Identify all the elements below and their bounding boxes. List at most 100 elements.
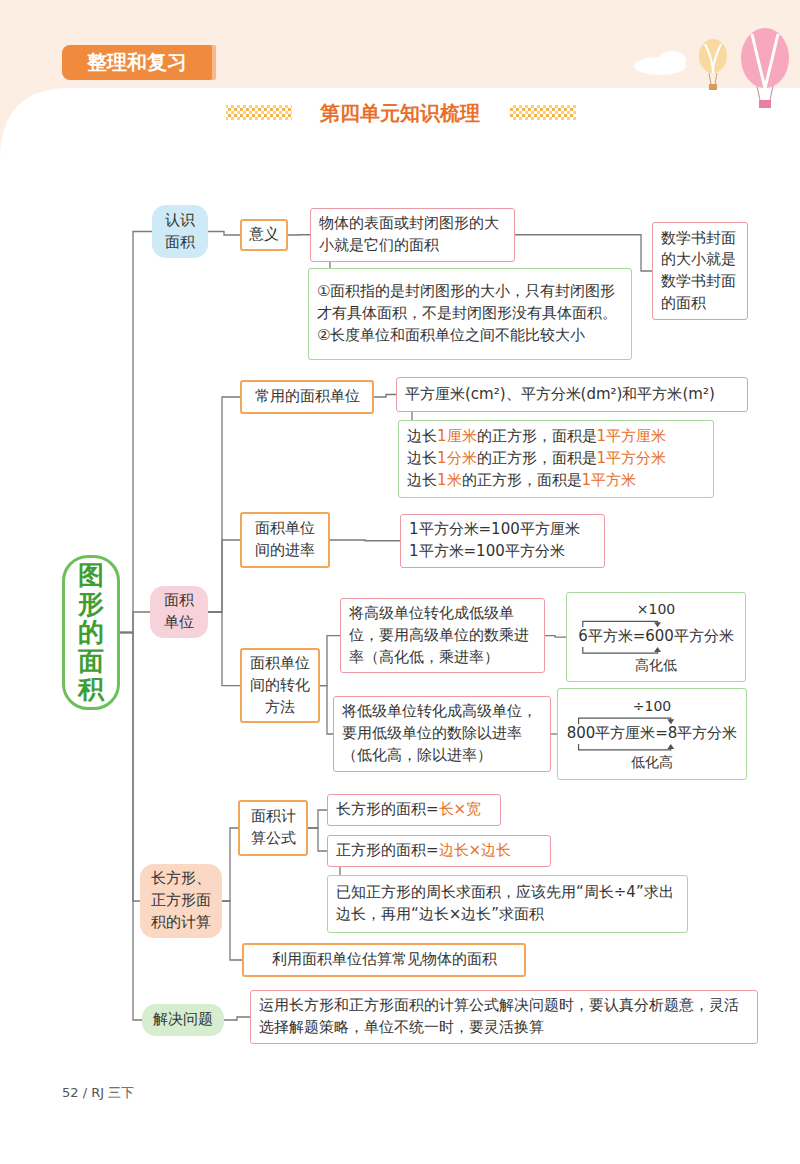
- node-text: 运用长方形和正方形面积的计算公式解决问题时，要认真分析题意，灵活选择解题策略，单…: [259, 995, 749, 1039]
- cloud-part: [658, 51, 686, 69]
- node-text: ①面积指的是封闭图形的大小，只有封闭图形才有具体面积，不是封闭图形没有具体面积。: [317, 281, 623, 325]
- small-balloon: [699, 39, 727, 90]
- formula-box: 长方形的面积=长×宽: [327, 794, 501, 826]
- node-text: 长方形、正方形面积的计算: [148, 868, 214, 933]
- text-run: 1平方分米: [597, 449, 667, 467]
- bracket-arrowhead: [654, 647, 661, 652]
- topic-box: 认识面积: [152, 205, 208, 258]
- title-ornament: [510, 105, 576, 120]
- content-box: 将低级单位转化成高级单位，要用低级单位的数除以进率（低化高，除以进率）: [333, 696, 551, 772]
- node-text: 常用的面积单位: [255, 386, 360, 408]
- tree-connector: [411, 412, 412, 420]
- text-run: 的正方形，面积是: [477, 427, 597, 445]
- node-text: 边长1分米的正方形，面积是1平方分米: [407, 448, 705, 470]
- tree-connector: [120, 612, 150, 633]
- text-run: 的正方形，面积是: [477, 449, 597, 467]
- balloon-rope: [709, 73, 711, 84]
- node-text: 将低级单位转化成高级单位，要用低级单位的数除以进率（低化高，除以进率）: [342, 701, 542, 766]
- example-box: 数学书封面的大小就是数学书封面的面积: [652, 222, 748, 320]
- content-box: 1平方分米=100平方厘米1平方米=100平方分米: [400, 514, 605, 568]
- topic-box: 长方形、正方形面积的计算: [140, 864, 222, 938]
- subtopic-box: 面积单位间的转化方法: [240, 648, 320, 723]
- text-run: 边长×边长: [439, 841, 512, 859]
- bracket-arrowhead: [667, 743, 674, 748]
- node-text: 6平方米=600平方分米: [578, 626, 734, 648]
- bracket-arrowhead: [654, 622, 661, 627]
- balloon-stripe: [752, 34, 778, 88]
- node-text: 认识面积: [160, 210, 200, 254]
- formula-box: 正方形的面积=边长×边长: [327, 835, 551, 867]
- balloon-rope: [715, 73, 717, 84]
- bracket-line: [582, 647, 657, 653]
- topic-box: 面积单位: [150, 586, 208, 638]
- tree-connector: [339, 867, 340, 875]
- node-text: 长方形的面积=长×宽: [336, 799, 492, 821]
- tree-connector: [320, 636, 340, 686]
- bracket-line: [582, 621, 657, 627]
- text-run: 的正方形，面积是: [462, 471, 582, 489]
- tree-connector: [515, 235, 652, 271]
- diagram-title: 第四单元知识梳理: [0, 100, 800, 127]
- page-footer: 52 / RJ 三下: [62, 1084, 134, 1102]
- node-text: 高化低: [635, 655, 677, 675]
- node-text: 已知正方形的周长求面积，应该先用“周长÷4”求出边长，再用“边长×边长”求面积: [336, 882, 679, 926]
- tree-connector: [208, 612, 240, 686]
- header-tab: 整理和复习: [62, 45, 212, 80]
- text-run: 1米: [437, 471, 462, 489]
- tree-connector: [208, 397, 240, 612]
- balloon-body: [741, 28, 789, 88]
- balloon-body: [699, 39, 727, 73]
- cloud: [634, 51, 686, 75]
- node-text: 面积计算公式: [246, 806, 300, 850]
- subtopic-box: 面积计算公式: [238, 800, 308, 856]
- text-run: 1分米: [437, 449, 477, 467]
- text-run: 边长: [407, 449, 437, 467]
- tree-connector: [308, 828, 327, 851]
- node-text: 正方形的面积=边长×边长: [336, 840, 542, 862]
- content-box: 运用长方形和正方形面积的计算公式解决问题时，要认真分析题意，灵活选择解题策略，单…: [250, 990, 758, 1044]
- balloon-basket: [709, 84, 717, 90]
- bracket-arrowhead: [667, 719, 674, 724]
- note-box: 已知正方形的周长求面积，应该先用“周长÷4”求出边长，再用“边长×边长”求面积: [327, 875, 688, 933]
- node-text: 意义: [249, 224, 279, 246]
- tree-connector: [120, 633, 142, 1021]
- bracket-line: [578, 718, 670, 724]
- node-text: ②长度单位和面积单位之间不能比较大小: [317, 325, 623, 347]
- subtopic-box: 意义: [240, 219, 288, 251]
- balloon-rope: [757, 86, 760, 100]
- bracket-line: [578, 743, 670, 749]
- node-text: 数学书封面的大小就是数学书封面的面积: [661, 228, 739, 315]
- node-text: 边长1米的正方形，面积是1平方米: [407, 470, 705, 492]
- tree-connector: [208, 540, 240, 612]
- tree-connector: [545, 636, 566, 638]
- node-text: 1平方米=100平方分米: [409, 541, 596, 563]
- tree-connector: [288, 234, 310, 236]
- node-text: 面积单位间的进率: [248, 518, 322, 562]
- balloon-stripe: [705, 44, 721, 73]
- node-text: 平方厘米(cm²)、平方分米(dm²)和平方米(m²): [405, 384, 739, 406]
- tree-connector: [224, 1017, 250, 1020]
- tree-connector: [120, 232, 152, 633]
- subtopic-box: 常用的面积单位: [240, 380, 374, 414]
- node-text: 面积单位: [158, 590, 200, 634]
- root-node: 图形的面积: [62, 555, 120, 710]
- node-text: 将高级单位转化成低级单位，要用高级单位的数乘进率（高化低，乘进率）: [349, 603, 536, 668]
- node-text: 物体的表面或封闭图形的大小就是它们的面积: [319, 213, 506, 257]
- node-text: 整理和复习: [87, 48, 187, 77]
- note-box: ①面积指的是封闭图形的大小，只有封闭图形才有具体面积，不是封闭图形没有具体面积。…: [308, 268, 632, 360]
- tree-connector: [222, 901, 242, 960]
- text-run: 正方形的面积=: [336, 841, 439, 859]
- balloon-basket: [759, 100, 771, 108]
- tree-connector: [320, 686, 333, 734]
- text-run: 边长: [407, 427, 437, 445]
- node-text: 低化高: [631, 752, 673, 772]
- tree-connector: [308, 810, 327, 828]
- note-box: 边长1厘米的正方形，面积是1平方厘米边长1分米的正方形，面积是1平方分米边长1米…: [398, 420, 714, 498]
- node-text: 面积单位间的转化方法: [248, 653, 312, 718]
- tree-connector: [208, 232, 240, 236]
- node-text: 边长1厘米的正方形，面积是1平方厘米: [407, 426, 705, 448]
- tree-connector: [120, 633, 140, 902]
- tree-connector: [330, 539, 400, 541]
- node-text: 解决问题: [153, 1009, 213, 1031]
